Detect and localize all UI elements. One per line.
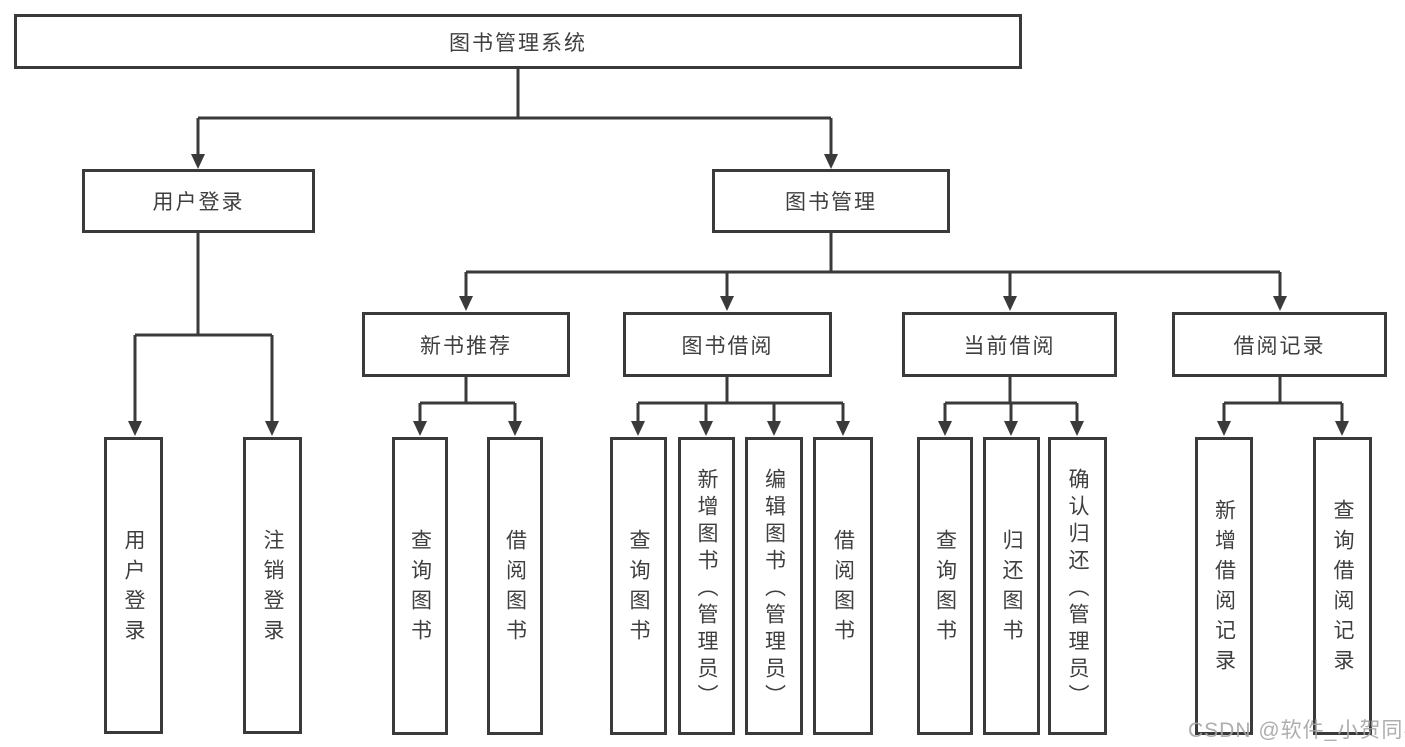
- leaf-borrow-books: 借阅图书: [813, 437, 873, 735]
- leaf-query-books-current: 查询图书: [917, 437, 973, 735]
- leaf-query-borrow-record: 查询借阅记录: [1313, 437, 1372, 735]
- leaf-query-books-recommend: 查询图书: [392, 437, 448, 735]
- leaf-add-book-admin: 新增图书（管理员）: [678, 437, 735, 735]
- leaf-edit-book-admin: 编辑图书（管理员）: [745, 437, 803, 735]
- leaf-query-books-borrowing: 查询图书: [610, 437, 667, 735]
- node-book-management: 图书管理: [712, 169, 950, 233]
- leaf-logout: 注销登录: [243, 437, 302, 734]
- leaf-add-borrow-record: 新增借阅记录: [1195, 437, 1253, 735]
- node-new-book-recommend: 新书推荐: [362, 312, 570, 377]
- csdn-watermark: CSDN @软件_小贺同学: [1188, 719, 1405, 742]
- leaf-confirm-return-admin: 确认归还（管理员）: [1048, 437, 1107, 735]
- node-system-root: 图书管理系统: [14, 14, 1022, 69]
- leaf-return-book: 归还图书: [983, 437, 1040, 735]
- leaf-borrow-books-recommend: 借阅图书: [487, 437, 543, 735]
- leaf-user-login: 用户登录: [104, 437, 163, 734]
- node-book-borrowing: 图书借阅: [623, 312, 832, 377]
- node-user-login: 用户登录: [82, 169, 315, 233]
- node-current-borrowing: 当前借阅: [902, 312, 1117, 377]
- node-borrowing-records: 借阅记录: [1172, 312, 1387, 377]
